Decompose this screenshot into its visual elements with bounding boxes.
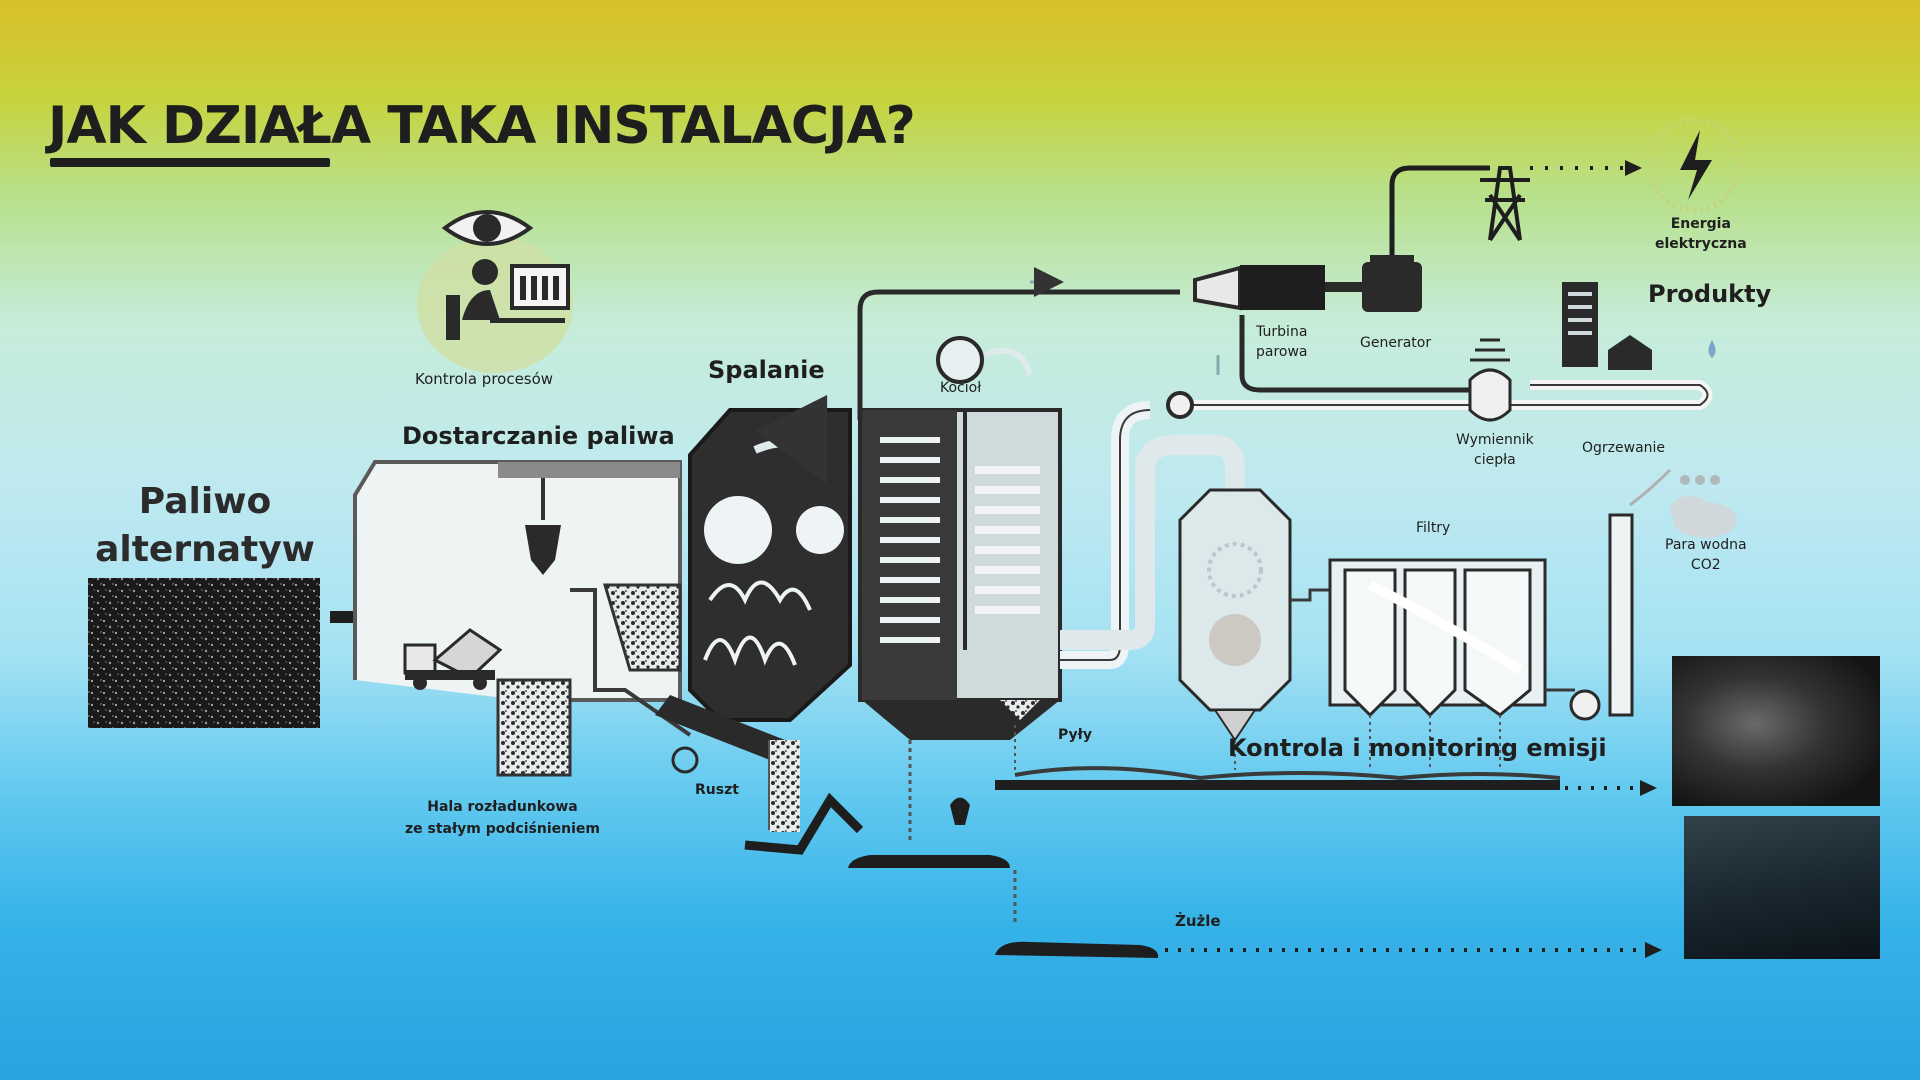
scrubber	[1178, 488, 1292, 742]
title-underline	[50, 158, 330, 167]
steam-turbine	[1193, 265, 1363, 311]
filters-label: Filtry	[1416, 520, 1451, 536]
energy-label: Energia elektryczna	[1655, 214, 1747, 254]
unloading-hall-label: Hala rozładunkowa ze stałym podciśnienie…	[405, 796, 600, 840]
exhaust-fan	[1569, 689, 1601, 721]
boiler-label: Kocioł	[940, 380, 982, 396]
slide-title: JAK DZIAŁA TAKA INSTALACJA?	[48, 96, 916, 156]
heat-exchanger	[1468, 338, 1512, 422]
generator-label: Generator	[1360, 335, 1432, 351]
unloading-hall-label-line2: ze stałym podciśnieniem	[405, 821, 600, 837]
energy-label-line1: Energia	[1670, 216, 1731, 232]
boiler-drum	[936, 336, 984, 384]
fuel-label-line1: Paliwo	[138, 481, 272, 522]
power-pylon-icon	[1480, 166, 1530, 242]
crane-grab-icon	[525, 478, 561, 575]
excavator-icon	[744, 792, 864, 855]
turbine-label: Turbina parowa	[1256, 322, 1308, 362]
product-photo-1	[1672, 656, 1880, 806]
generator	[1362, 255, 1422, 312]
heating-label: Ogrzewanie	[1582, 440, 1666, 456]
process-control-icon	[417, 210, 573, 373]
chimney	[1608, 513, 1634, 717]
grate	[655, 695, 785, 774]
slag-label: Żużle	[1175, 912, 1221, 930]
heat-exchanger-label: Wymiennik ciepła	[1456, 430, 1534, 470]
fuel-label: Paliwo alternatyw	[80, 478, 330, 574]
slag-pile	[995, 941, 1159, 958]
eye-icon	[441, 210, 534, 246]
monitor-icon	[510, 264, 570, 310]
heat-exchanger-label-line2: ciepła	[1474, 452, 1516, 468]
water-drop-icon	[1708, 340, 1716, 358]
cloud-icon	[1670, 475, 1737, 538]
bag-filters	[1328, 558, 1547, 718]
fuel-label-line2: alternatyw	[95, 529, 315, 570]
house-icon	[1608, 335, 1652, 370]
combustion-chamber	[688, 408, 852, 722]
dust-label: Pyły	[1058, 727, 1092, 743]
steam-label: Para wodna CO2	[1665, 535, 1747, 575]
unloading-hall-label-line1: Hala rozładunkowa	[427, 799, 578, 815]
combustion-label: Spalanie	[708, 356, 825, 384]
truck-icon	[403, 628, 503, 690]
fuel-delivery-label: Dostarczanie paliwa	[402, 422, 675, 450]
fuel-photo	[88, 578, 320, 728]
turbine-label-line1: Turbina	[1256, 324, 1308, 340]
grate-label: Ruszt	[695, 782, 739, 798]
steam-label-line2: CO2	[1690, 557, 1721, 573]
energy-label-line2: elektryczna	[1655, 236, 1747, 252]
operator-icon	[446, 259, 565, 340]
steam-label-line1: Para wodna	[1665, 537, 1747, 553]
product-photo-2	[1684, 816, 1880, 959]
fuel-bunker	[496, 678, 572, 777]
products-label: Produkty	[1648, 280, 1772, 308]
emission-control-label: Kontrola i monitoring emisji	[1228, 734, 1607, 762]
building-icon	[1562, 282, 1598, 367]
turbine-label-line2: parowa	[1256, 344, 1308, 360]
lightning-icon	[1647, 117, 1743, 213]
heat-exchanger-label-line1: Wymiennik	[1456, 432, 1534, 448]
process-control-label: Kontrola procesów	[415, 370, 554, 388]
